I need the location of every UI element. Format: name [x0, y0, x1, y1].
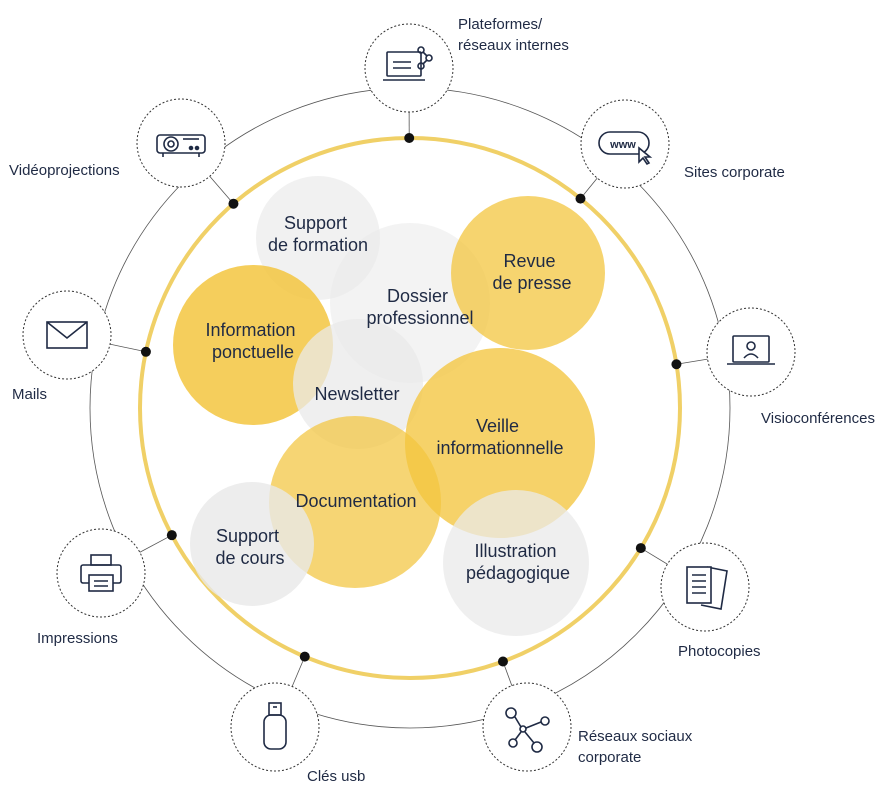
junction-dot	[299, 651, 310, 662]
bubble-circle	[293, 319, 423, 449]
channel-label-reseaux-sociaux: Réseaux sociaux corporate	[578, 728, 696, 766]
www-cursor-icon: www	[598, 131, 653, 166]
bubble-illustration-pedagogique	[443, 490, 589, 636]
bubble-label-veille-informationnelle: Veille informationnelle	[436, 416, 563, 458]
channel-visioconferences	[706, 307, 796, 397]
junction-dot	[635, 543, 646, 554]
channel-label-cles-usb: Clés usb	[307, 768, 365, 785]
bubble-label-newsletter: Newsletter	[314, 384, 399, 404]
bubble-information-ponctuelle	[173, 265, 333, 425]
channel-circle	[136, 98, 226, 188]
bubble-labels: Support de formation Dossier professionn…	[205, 213, 571, 583]
bubble-label-support-cours: Support de cours	[215, 526, 284, 568]
bubble-label-documentation: Documentation	[295, 491, 416, 511]
junction-dot	[140, 346, 151, 357]
junction-dots	[140, 133, 682, 667]
channel-sites-corporate: www	[580, 99, 670, 189]
channel-circle	[706, 307, 796, 397]
bubble-circle	[173, 265, 333, 425]
channel-circle	[230, 682, 320, 772]
channel-circle	[580, 99, 670, 189]
bubble-veille-informationnelle	[405, 348, 595, 538]
junction-dot	[497, 656, 508, 667]
documents-icon	[686, 566, 728, 610]
bubble-revue-presse	[451, 196, 605, 350]
svg-text:www: www	[609, 139, 636, 151]
channel-circle	[22, 290, 112, 380]
channel-plateformes	[364, 23, 454, 113]
printer-icon	[80, 554, 122, 592]
channel-impressions	[56, 528, 146, 618]
bubble-support-cours	[190, 482, 314, 606]
junction-dot	[671, 359, 682, 370]
mail-icon	[46, 321, 88, 349]
channel-labels: Plateformes/ réseaux internes Sites corp…	[9, 16, 875, 785]
usb-icon	[263, 702, 287, 750]
junction-dot	[228, 198, 239, 209]
bubble-label-dossier-professionnel: Dossier professionnel	[366, 286, 473, 328]
channel-label-visioconferences: Visioconférences	[761, 410, 875, 427]
channel-nodes: www	[22, 23, 796, 772]
junction-dot	[575, 193, 586, 204]
bubble-label-support-formation: Support de formation	[268, 213, 368, 255]
channel-label-photocopies: Photocopies	[678, 643, 761, 660]
channel-label-videoprojections: Vidéoprojections	[9, 162, 120, 179]
bubble-newsletter	[293, 319, 423, 449]
bubble-circle	[443, 490, 589, 636]
bubble-label-information-ponctuelle: Information ponctuelle	[205, 320, 300, 362]
channel-reseaux-sociaux	[482, 682, 572, 772]
channel-label-sites-corporate: Sites corporate	[684, 164, 785, 181]
channel-label-mails: Mails	[12, 386, 47, 403]
channel-circle	[56, 528, 146, 618]
junction-dot	[166, 530, 177, 541]
bubble-label-illustration-pedagogique: Illustration pédagogique	[466, 541, 570, 583]
laptop-share-icon	[383, 46, 433, 81]
laptop-user-icon	[727, 335, 775, 365]
network-icon	[505, 707, 550, 753]
bubble-label-revue-presse: Revue de presse	[492, 251, 571, 293]
junction-dot	[404, 133, 415, 144]
channel-videoprojections	[136, 98, 226, 188]
bubbles	[173, 176, 605, 636]
bubble-circle	[405, 348, 595, 538]
bubble-circle	[451, 196, 605, 350]
bubble-circle	[190, 482, 314, 606]
channel-cles-usb	[230, 682, 320, 772]
projector-icon	[156, 134, 206, 157]
channel-mails	[22, 290, 112, 380]
channel-label-impressions: Impressions	[37, 630, 118, 647]
channel-label-plateformes: Plateformes/ réseaux internes	[458, 16, 569, 54]
channel-photocopies	[660, 542, 750, 632]
